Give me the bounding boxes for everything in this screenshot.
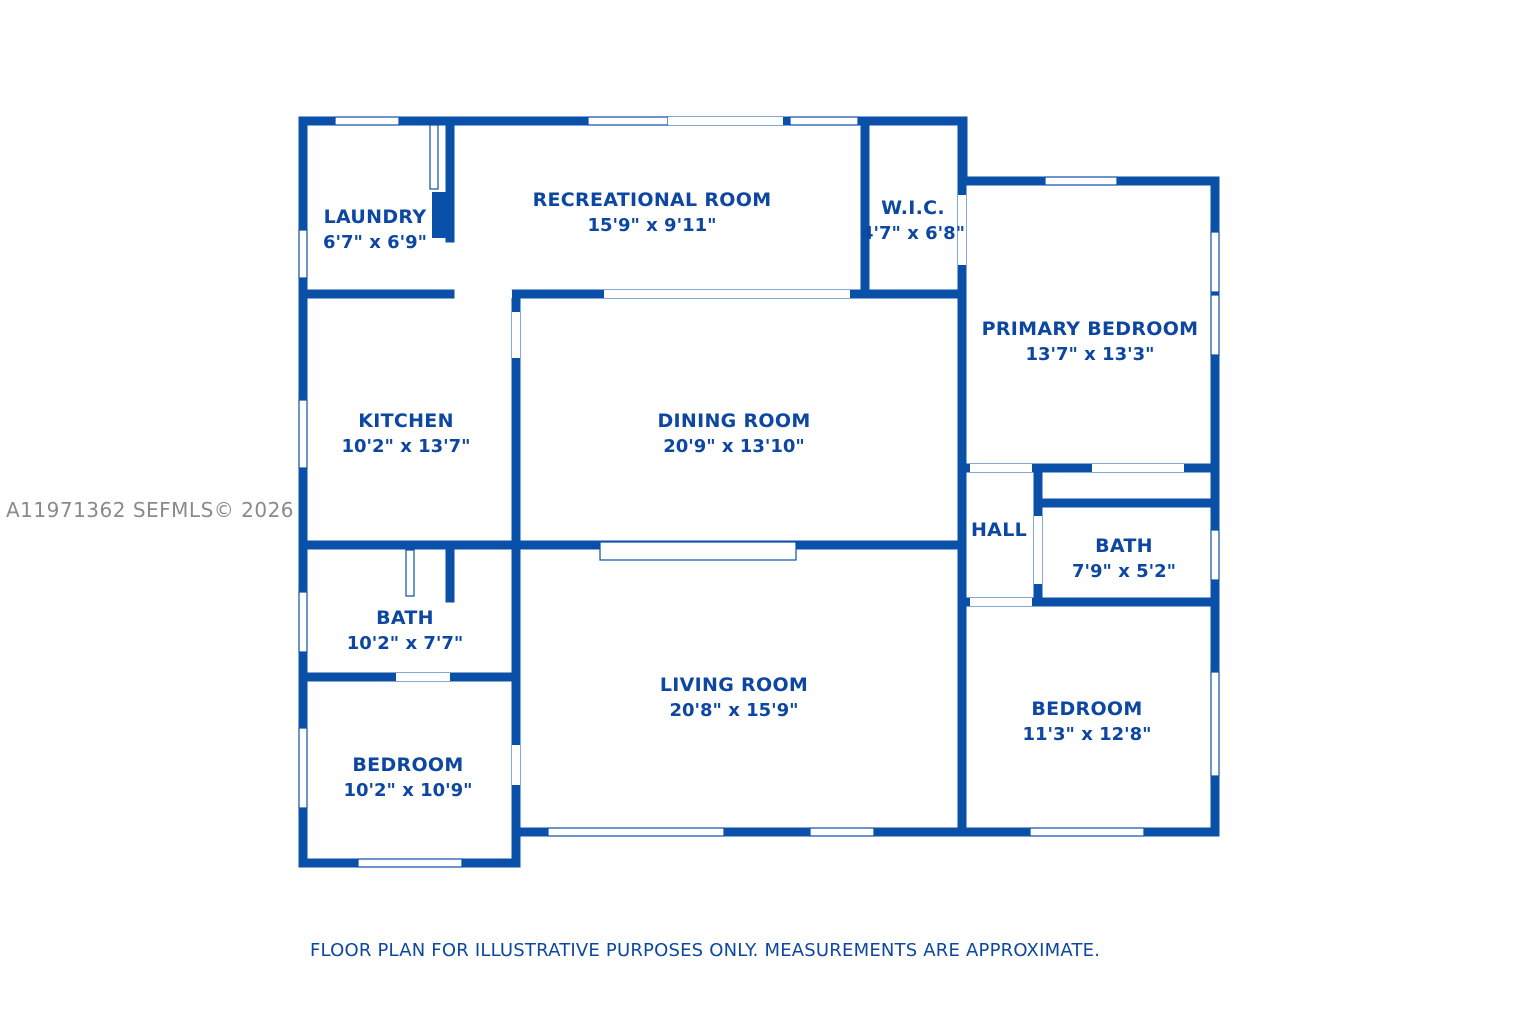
disclaimer-text: FLOOR PLAN FOR ILLUSTRATIVE PURPOSES ONL… — [310, 940, 1101, 961]
room-dining-room: DINING ROOM 20'9" x 13'10" — [657, 410, 810, 457]
room-dimensions: 11'3" x 12'8" — [1022, 724, 1152, 745]
room-name: BEDROOM — [352, 754, 464, 776]
room-name: DINING ROOM — [657, 410, 811, 432]
room-dimensions: 10'2" x 13'7" — [341, 436, 471, 457]
room-laundry: LAUNDRY 6'7" x 6'9" — [323, 206, 427, 253]
windows — [298, 116, 1220, 868]
mls-watermark: A11971362 SEFMLS© 2026 — [6, 498, 295, 522]
room-primary-bedroom: PRIMARY BEDROOM 13'7" x 13'3" — [982, 318, 1199, 365]
room-dimensions: 10'2" x 7'7" — [346, 633, 464, 654]
room-bath-right: BATH 7'9" x 5'2" — [1072, 535, 1176, 582]
room-dimensions: 20'9" x 13'10" — [663, 436, 805, 457]
room-name: PRIMARY BEDROOM — [981, 318, 1199, 340]
room-dimensions: 15'9" x 9'11" — [587, 215, 717, 236]
room-bedroom-left: BEDROOM 10'2" x 10'9" — [343, 754, 472, 801]
room-name: KITCHEN — [358, 410, 454, 432]
room-dimensions: 13'7" x 13'3" — [1025, 344, 1155, 365]
room-kitchen: KITCHEN 10'2" x 13'7" — [341, 410, 470, 457]
room-bedroom-right: BEDROOM 11'3" x 12'8" — [1022, 698, 1151, 745]
laundry-counter — [432, 192, 452, 238]
room-name: LIVING ROOM — [659, 674, 809, 696]
room-name: HALL — [970, 519, 1028, 541]
room-dimensions: 4'7" x 6'8" — [860, 223, 966, 244]
room-name: BATH — [1095, 535, 1153, 557]
room-bath-left: BATH 10'2" x 7'7" — [347, 607, 464, 654]
room-name: RECREATIONAL ROOM — [532, 189, 772, 211]
room-recreational-room: RECREATIONAL ROOM 15'9" x 9'11" — [533, 189, 772, 236]
room-wic: W.I.C. 4'7" x 6'8" — [861, 197, 965, 244]
room-name: BEDROOM — [1031, 698, 1143, 720]
room-dimensions: 7'9" x 5'2" — [1071, 561, 1177, 582]
room-name: LAUNDRY — [323, 206, 427, 228]
room-dimensions: 10'2" x 10'9" — [343, 780, 473, 801]
room-name: BATH — [376, 607, 434, 629]
room-living-room: LIVING ROOM 20'8" x 15'9" — [660, 674, 808, 721]
room-dimensions: 6'7" x 6'9" — [322, 232, 428, 253]
room-dimensions: 20'8" x 15'9" — [669, 700, 799, 721]
room-name: W.I.C. — [881, 197, 945, 219]
room-hall: HALL — [971, 519, 1027, 541]
